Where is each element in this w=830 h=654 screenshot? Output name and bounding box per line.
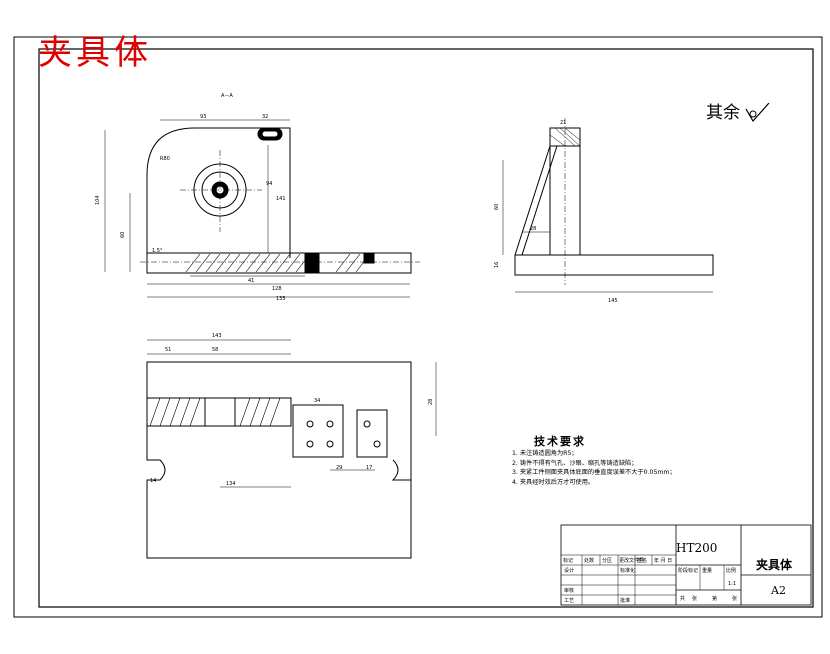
dim-21: 21 [560,120,566,126]
dim-143: 143 [212,333,222,339]
dim-32: 32 [262,114,268,120]
dim-17: 17 [366,465,372,471]
dim-60-side: 60 [494,204,500,210]
roughness-symbol-icon [745,102,770,122]
dim-128: 128 [272,286,282,292]
tb-header-4: 签名 [637,557,647,564]
dim-58: 58 [212,347,218,353]
tb-label-stage: 阶段标记 [678,567,698,574]
tb-label-total: 共 [680,595,685,602]
tb-label-standard: 标准化 [620,567,635,574]
tb-label-sheet2: 张 [732,595,737,602]
top-dimension-labels: 143 51 58 34 28 134 29 17 14 [150,333,434,487]
side-dimension-labels: 21 60 28 16 145 [494,120,618,304]
top-view [146,339,437,559]
dim-93: 93 [200,114,206,120]
tb-header-5: 年 月 日 [654,557,672,564]
title-block [560,524,812,606]
dim-r80: R80 [160,156,170,162]
tech-requirements-title: 技术要求 [534,435,586,448]
tb-label-scale: 比例 [726,567,736,574]
tech-requirement-item: 1. 未注铸造圆角为R5； [512,450,578,457]
tb-label-no: 第 [712,595,717,602]
dim-29: 29 [336,465,342,471]
tb-label-review: 审核 [564,587,574,594]
dim-94: 94 [266,181,272,187]
tech-requirement-item: 3. 夹紧工件侧面夹具体底面的垂直度误差不大于0.05mm； [512,469,676,477]
dim-41: 41 [248,278,254,284]
dim-28: 28 [530,226,536,232]
dim-141: 141 [276,196,286,202]
dim-angle: 1.5° [152,248,163,254]
tb-label-process: 工艺 [564,598,574,604]
title-block-material: HT200 [676,541,718,555]
tech-requirements-list: 1. 未注铸造圆角为R5； 2. 铸件不得有气孔、沙眼、缩孔等铸造缺陷； 3. … [512,449,676,487]
dim-34: 34 [314,398,320,404]
tb-header-0: 标记 [563,557,573,564]
tb-label-sheet1: 张 [692,595,697,602]
dim-135: 135 [276,296,286,302]
tb-header-1: 处数 [584,557,594,564]
outer-border [13,36,823,618]
dim-51: 51 [165,347,171,353]
tech-requirement-item: 2. 铸件不得有气孔、沙眼、缩孔等铸造缺陷； [512,459,638,467]
tb-scale-value: 1:1 [728,581,736,587]
side-view [502,118,714,293]
tb-label-approve: 批准 [620,597,630,604]
section-label: A－A [221,93,233,99]
title-block-labels: 标记 处数 分区 更改文件号 签名 年 月 日 设计 标准化 审核 工艺 批准 … [563,557,737,604]
tb-header-2: 分区 [602,557,612,564]
stamp-title: 夹具体 [38,33,152,73]
tech-requirement-item: 4. 夹具经时效后方才可使用。 [512,478,595,486]
surface-finish-label: 其余 [706,103,740,123]
dim-60: 60 [120,232,126,238]
dim-28-top: 28 [428,399,434,405]
dim-134: 134 [226,481,236,487]
title-block-part-name: 夹具体 [756,558,793,572]
tb-header-3: 更改文件号 [619,557,644,564]
title-block-drawing-code: A2 [771,584,786,597]
surface-finish: 其余 [706,98,771,125]
dim-104: 104 [95,195,101,205]
dim-16: 16 [494,262,500,268]
tb-label-weight: 重量 [702,567,712,574]
tb-label-design: 设计 [564,567,574,574]
front-view [104,119,420,298]
dim-14: 14 [150,478,156,484]
front-dimension-labels: A－A 93 32 R80 104 60 141 94 41 128 135 1… [95,93,286,302]
dim-145: 145 [608,298,618,304]
inner-border [38,48,814,608]
